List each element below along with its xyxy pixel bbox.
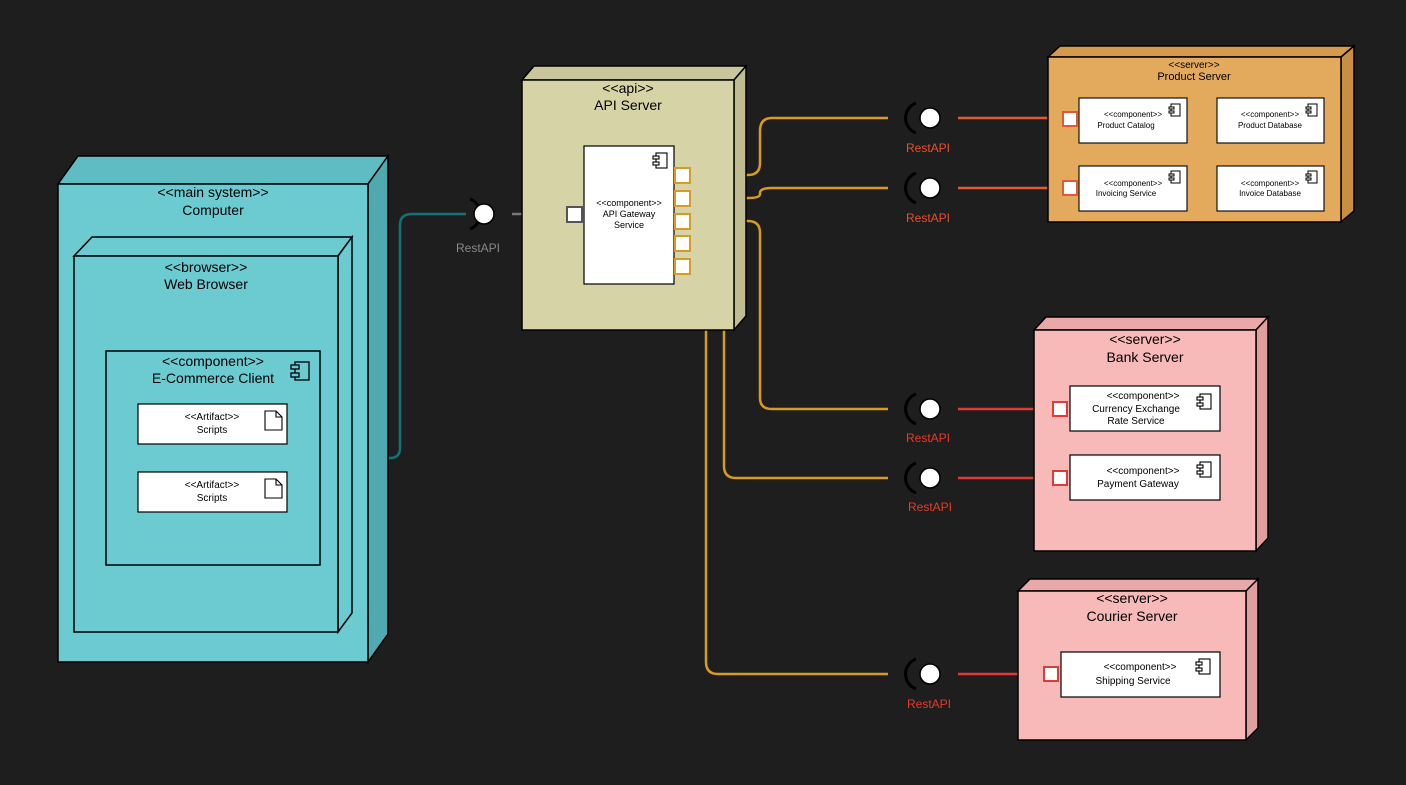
- product-server-stereotype: <<server>>: [1168, 60, 1219, 71]
- restapi-interface-payment[interactable]: RestAPI: [904, 461, 952, 514]
- courier-server-name: Courier Server: [1086, 608, 1177, 624]
- gateway-port-3[interactable]: [674, 213, 691, 230]
- shipping-service-stereotype: <<component>>: [1104, 662, 1177, 673]
- restapi-label-currency: RestAPI: [906, 431, 950, 445]
- artifact-1-name: Scripts: [197, 425, 228, 436]
- bank-server-stereotype: <<server>>: [1109, 331, 1181, 347]
- currency-exchange-component[interactable]: <<component>> Currency Exchange Rate Ser…: [1069, 385, 1221, 432]
- component-icon: [1305, 170, 1318, 184]
- restapi-label-shipping: RestAPI: [907, 697, 951, 711]
- component-icon: [1196, 393, 1212, 410]
- component-icon: [1195, 658, 1211, 675]
- product-database-name: Product Database: [1238, 121, 1303, 130]
- restapi-interface-currency[interactable]: RestAPI: [904, 392, 950, 445]
- gateway-to-product-catalog-link[interactable]: [690, 116, 888, 177]
- gateway-port-1[interactable]: [674, 167, 691, 184]
- invoicing-service-port[interactable]: [1062, 180, 1078, 196]
- e-commerce-client-component[interactable]: <<component>> E-Commerce Client: [105, 350, 321, 566]
- restapi-interface-client[interactable]: RestAPI: [456, 197, 500, 255]
- gateway-name-line2: Service: [614, 220, 644, 230]
- computer-name: Computer: [182, 202, 244, 218]
- browser-name: Web Browser: [164, 276, 248, 292]
- restapi-label-invoicing: RestAPI: [906, 211, 950, 225]
- bank-server-node[interactable]: <<server>> Bank Server: [1032, 315, 1270, 553]
- browser-stereotype: <<browser>>: [165, 259, 248, 275]
- payment-gateway-stereotype: <<component>>: [1107, 466, 1180, 477]
- product-catalog-name: Product Catalog: [1097, 121, 1154, 130]
- bank-server-name: Bank Server: [1106, 349, 1183, 365]
- gateway-port-2[interactable]: [674, 190, 691, 207]
- component-icon: [652, 152, 668, 169]
- product-catalog-component[interactable]: <<component>> Product Catalog: [1078, 97, 1188, 144]
- component-icon: [1168, 103, 1181, 117]
- currency-exchange-port[interactable]: [1052, 401, 1068, 417]
- shipping-service-name: Shipping Service: [1095, 676, 1170, 687]
- product-catalog-stereotype: <<component>>: [1104, 110, 1163, 119]
- invoice-database-component[interactable]: <<component>> Invoice Database: [1216, 165, 1325, 212]
- gateway-to-currency-link[interactable]: [690, 219, 888, 411]
- gateway-stereotype: <<component>>: [596, 198, 662, 208]
- scripts-artifact-1[interactable]: <<Artifact>> Scripts: [137, 403, 288, 445]
- shipping-service-port[interactable]: [1043, 666, 1059, 682]
- product-database-stereotype: <<component>>: [1241, 110, 1300, 119]
- restapi-label-payment: RestAPI: [908, 500, 952, 514]
- restapi-interface-product-catalog[interactable]: RestAPI: [904, 101, 950, 155]
- computer-stereotype: <<main system>>: [157, 184, 268, 200]
- artifact-2-name: Scripts: [197, 493, 228, 504]
- payment-gateway-component[interactable]: <<component>> Payment Gateway: [1069, 454, 1221, 501]
- client-to-restapi-link[interactable]: [320, 212, 466, 460]
- component-icon: [1305, 103, 1318, 117]
- scripts-artifact-2[interactable]: <<Artifact>> Scripts: [137, 471, 288, 513]
- gateway-port-input[interactable]: [566, 206, 583, 223]
- api-server-stereotype: <<api>>: [602, 80, 653, 96]
- api-server-node[interactable]: <<api>> API Server: [520, 63, 748, 333]
- shipping-service-component[interactable]: <<component>> Shipping Service: [1060, 651, 1221, 698]
- client-stereotype: <<component>>: [162, 353, 264, 369]
- currency-exchange-name-line1: Currency Exchange: [1092, 404, 1180, 415]
- restapi-label-client: RestAPI: [456, 241, 500, 255]
- gateway-ports: [566, 167, 691, 275]
- invoice-database-stereotype: <<component>>: [1241, 179, 1300, 188]
- invoicing-service-stereotype: <<component>>: [1104, 179, 1163, 188]
- invoicing-service-name: Invoicing Service: [1096, 189, 1157, 198]
- product-database-component[interactable]: <<component>> Product Database: [1216, 97, 1325, 144]
- gateway-to-invoicing-link[interactable]: [690, 186, 888, 200]
- currency-exchange-name-line2: Rate Service: [1107, 416, 1165, 427]
- gateway-port-4[interactable]: [674, 235, 691, 252]
- currency-exchange-stereotype: <<component>>: [1107, 391, 1180, 402]
- gateway-port-5[interactable]: [674, 258, 691, 275]
- restapi-interface-invoicing[interactable]: RestAPI: [904, 171, 950, 225]
- component-icon: [290, 361, 310, 381]
- product-server-name: Product Server: [1157, 71, 1231, 83]
- artifact-2-stereotype: <<Artifact>>: [185, 480, 240, 491]
- courier-server-stereotype: <<server>>: [1096, 590, 1168, 606]
- payment-gateway-name: Payment Gateway: [1097, 479, 1179, 490]
- gateway-name-line1: API Gateway: [603, 209, 656, 219]
- product-catalog-port[interactable]: [1062, 111, 1078, 127]
- restapi-interface-shipping[interactable]: RestAPI: [904, 657, 951, 711]
- client-name: E-Commerce Client: [152, 370, 274, 386]
- document-icon: [264, 478, 283, 499]
- api-gateway-component[interactable]: <<component>> API Gateway Service: [583, 145, 675, 285]
- component-icon: [1196, 461, 1212, 478]
- invoice-database-name: Invoice Database: [1239, 189, 1301, 198]
- invoicing-service-component[interactable]: <<component>> Invoicing Service: [1078, 165, 1188, 212]
- component-icon: [1168, 170, 1181, 184]
- artifact-1-stereotype: <<Artifact>>: [185, 412, 240, 423]
- api-server-name: API Server: [594, 97, 662, 113]
- document-icon: [264, 410, 283, 431]
- restapi-label-product-catalog: RestAPI: [906, 141, 950, 155]
- payment-gateway-port[interactable]: [1052, 470, 1068, 486]
